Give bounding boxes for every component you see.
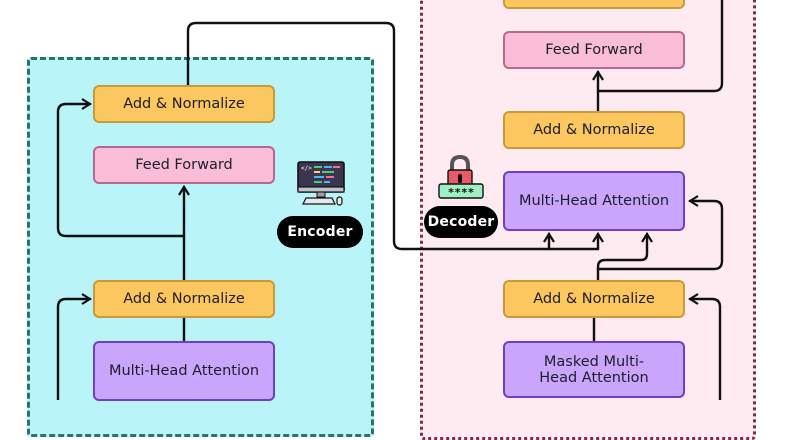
block-label: Add & Normalize <box>123 96 245 112</box>
block-label: Add & Normalize <box>123 291 245 307</box>
decoder-label: Decoder <box>427 214 495 230</box>
encoder-label: Encoder <box>287 224 353 240</box>
enc-residual-ff <box>56 104 186 238</box>
block-label: Multi-Head Attention <box>108 363 260 379</box>
password-mask-text: **** <box>448 186 475 199</box>
block-label: Add & Normalize <box>533 291 655 307</box>
connectors <box>56 0 724 400</box>
decoder-add-normalize-bottom: Add & Normalize <box>503 280 685 318</box>
enc-residual-mha <box>56 299 90 400</box>
decoder-multi-head-attention: Multi-Head Attention <box>503 171 685 231</box>
decoder-feed-forward: Feed Forward <box>503 31 685 69</box>
decoder-label-badge: Decoder <box>424 206 498 238</box>
encoder-add-normalize-top: Add & Normalize <box>93 85 275 123</box>
dec-query-arrow <box>596 234 647 282</box>
block-label: Feed Forward <box>135 157 233 173</box>
decoder-add-normalize-mid: Add & Normalize <box>503 111 685 149</box>
decoder-add-normalize-top <box>503 0 685 9</box>
block-label: Multi-Head Attention <box>518 193 670 209</box>
enc-output-to-decoder <box>186 21 600 251</box>
svg-text:</>: </> <box>301 165 312 172</box>
encoder-feed-forward: Feed Forward <box>93 146 275 184</box>
dec-residual-mha <box>596 201 724 271</box>
lock-password-icon: **** <box>438 154 484 199</box>
encoder-label-badge: Encoder <box>277 216 363 248</box>
dec-residual-masked <box>690 299 722 400</box>
block-label: Feed Forward <box>545 42 643 58</box>
encoder-add-normalize-bottom: Add & Normalize <box>93 280 275 318</box>
block-label: Add & Normalize <box>533 122 655 138</box>
computer-icon: </> <box>297 161 345 206</box>
encoder-multi-head-attention: Multi-Head Attention <box>93 341 275 401</box>
block-label: Masked Multi-Head Attention <box>539 353 649 386</box>
dec-residual-ff <box>596 0 724 93</box>
decoder-masked-multi-head-attention: Masked Multi-Head Attention <box>503 341 685 398</box>
